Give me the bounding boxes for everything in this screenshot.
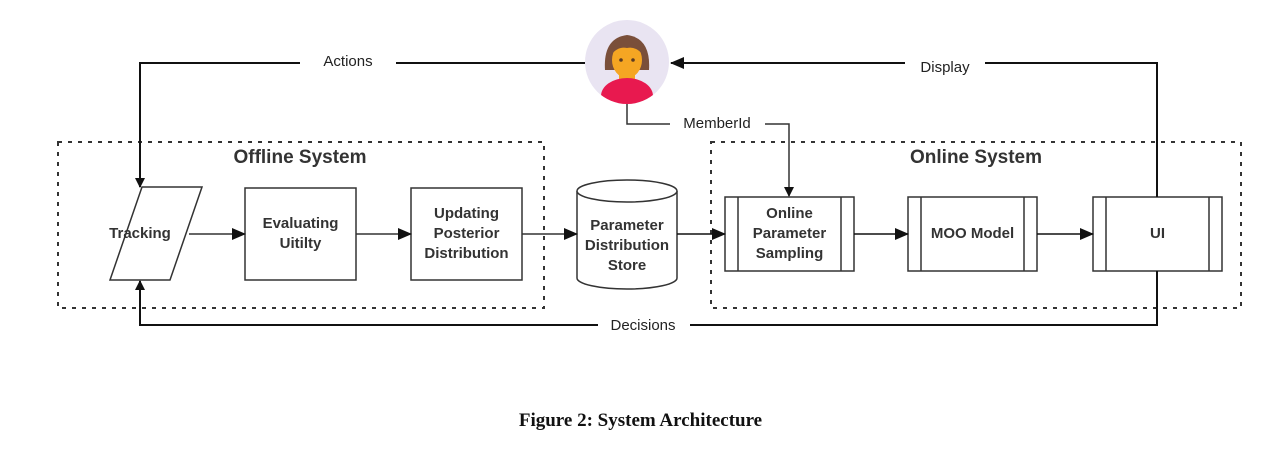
edge-actions: Actions bbox=[135, 53, 585, 188]
updating-label-line1: Updating bbox=[434, 205, 499, 222]
memberid-label: MemberId bbox=[683, 115, 751, 132]
moo-model-label: MOO Model bbox=[931, 225, 1014, 242]
sampling-label-line3: Sampling bbox=[756, 245, 824, 262]
moo-model-node: MOO Model bbox=[907, 196, 1038, 272]
tracking-label: Tracking bbox=[109, 225, 171, 242]
updating-label-line2: Posterior bbox=[434, 225, 500, 242]
evaluating-label-line2: Uitilty bbox=[280, 235, 322, 252]
updating-posterior-node: Updating Posterior Distribution bbox=[410, 187, 523, 281]
tracking-node: Tracking bbox=[108, 186, 204, 281]
sampling-label-line2: Parameter bbox=[753, 225, 827, 242]
architecture-diagram: Offline System Online System Tracking Ev… bbox=[57, 20, 1242, 334]
ui-node: UI bbox=[1092, 196, 1223, 272]
evaluating-utility-node: Evaluating Uitilty bbox=[244, 187, 357, 281]
online-system-title: Online System bbox=[910, 147, 1042, 168]
updating-label-line3: Distribution bbox=[424, 245, 508, 262]
figure-caption: Figure 2: System Architecture bbox=[518, 410, 763, 431]
decisions-label: Decisions bbox=[610, 317, 675, 334]
display-label: Display bbox=[920, 59, 970, 76]
store-label-line1: Parameter bbox=[590, 217, 664, 234]
edge-display: Display bbox=[670, 57, 1158, 197]
sampling-label-line1: Online bbox=[766, 205, 813, 222]
online-system-group: Online System bbox=[710, 141, 1242, 309]
edge-memberid: MemberId bbox=[626, 104, 794, 197]
user-avatar-icon bbox=[585, 20, 669, 104]
evaluating-label-line1: Evaluating bbox=[263, 215, 339, 232]
store-label-line3: Store bbox=[608, 257, 646, 274]
offline-system-group: Offline System bbox=[57, 141, 545, 309]
offline-system-title: Offline System bbox=[233, 147, 366, 168]
ui-label: UI bbox=[1150, 225, 1165, 242]
parameter-store-node: Parameter Distribution Store bbox=[576, 179, 678, 290]
online-sampling-node: Online Parameter Sampling bbox=[724, 196, 855, 272]
edge-decisions: Decisions bbox=[135, 271, 1158, 334]
actions-label: Actions bbox=[323, 53, 372, 70]
store-label-line2: Distribution bbox=[585, 237, 669, 254]
